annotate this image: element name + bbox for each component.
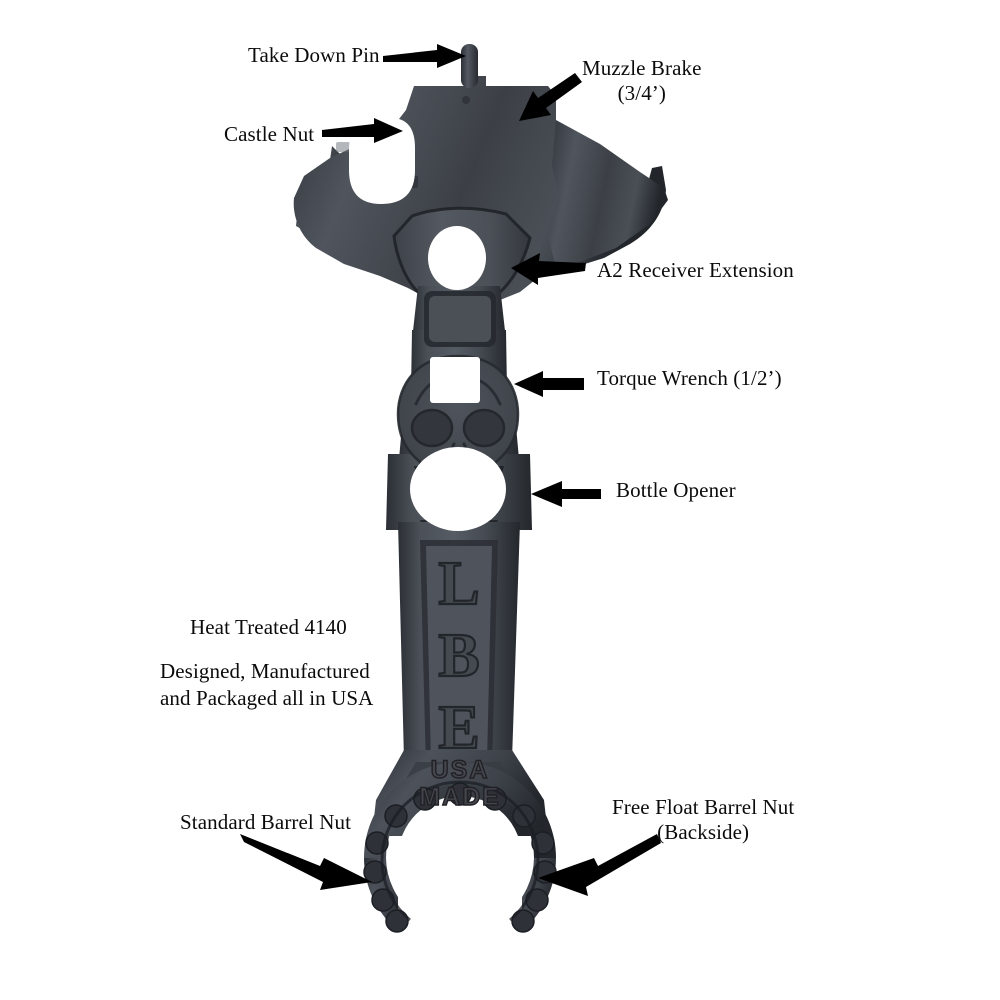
arrow-muzzle-brake [519, 73, 582, 121]
arrow-castle-nut [322, 118, 403, 143]
callout-take-down-pin: Take Down Pin [248, 43, 380, 67]
head-center-panel-bevel [392, 206, 532, 304]
jaw-inner-edge-left [380, 780, 461, 922]
callout-bottle-opener: Bottle Opener [616, 478, 736, 502]
skull-brow-right [466, 376, 502, 406]
arrow-bottle-opener [531, 481, 601, 507]
arrow-torque-wrench [514, 371, 584, 397]
head-nub [462, 96, 470, 104]
barrel-nut-jaw-upper [364, 762, 556, 858]
callout-arrows [240, 44, 661, 896]
callout-standard-barrel-nut: Standard Barrel Nut [180, 810, 352, 834]
callout-muzzle-brake: Muzzle Brake (3/4’) [582, 56, 702, 106]
spec-origin-line2: and Packaged all in USA [160, 685, 374, 710]
arrow-take-down-pin [383, 44, 466, 68]
skull-brow-left [414, 376, 450, 406]
emboss-letter-l: L [438, 550, 479, 618]
jaw-inner-edge-right [459, 780, 540, 922]
callout-free-float-line1: Free Float Barrel Nut [612, 795, 795, 819]
emboss-usa: USA [431, 756, 490, 784]
take-down-pin [461, 44, 478, 88]
callout-torque-wrench: Torque Wrench (1/2’) [597, 366, 782, 390]
skull-emblem [398, 356, 518, 486]
head-right-arm [548, 120, 668, 268]
callout-free-float-barrel-nut: Free Float Barrel Nut (Backside) [612, 795, 794, 845]
shaft-panel [426, 546, 492, 762]
callout-muzzle-brake-line1: Muzzle Brake [582, 56, 702, 80]
emboss-letter-e: E [438, 694, 479, 762]
spec-origin-line1: Designed, Manufactured [160, 659, 370, 683]
arrow-standard-barrel-nut [240, 834, 372, 890]
head-center-panel [394, 208, 530, 302]
callout-a2-receiver-extension: A2 Receiver Extension [597, 258, 794, 282]
skull-teeth [414, 466, 504, 480]
skull-eye-right [462, 408, 506, 448]
arrow-free-float-barrel-nut [538, 834, 661, 896]
arrow-a2-receiver-extension [511, 253, 586, 285]
spec-material: Heat Treated 4140 [190, 615, 347, 639]
recess-pocket-upper [429, 296, 491, 342]
callout-castle-nut: Castle Nut [224, 122, 315, 146]
callout-muzzle-brake-line2: (3/4’) [617, 80, 666, 105]
skull-eye-left [410, 408, 454, 448]
skull-emblem-outline [396, 354, 520, 488]
emboss-letter-b: B [438, 622, 479, 690]
head-step-left [406, 176, 418, 188]
skull-nose [450, 442, 468, 460]
spec-origin: Designed, Manufactured and Packaged all … [160, 658, 373, 712]
callout-free-float-line2: (Backside) [657, 819, 750, 844]
brand-emboss-group: L B E USA MADE [418, 549, 501, 812]
emboss-made: MADE [419, 783, 501, 811]
head-step-highlight [336, 142, 350, 152]
